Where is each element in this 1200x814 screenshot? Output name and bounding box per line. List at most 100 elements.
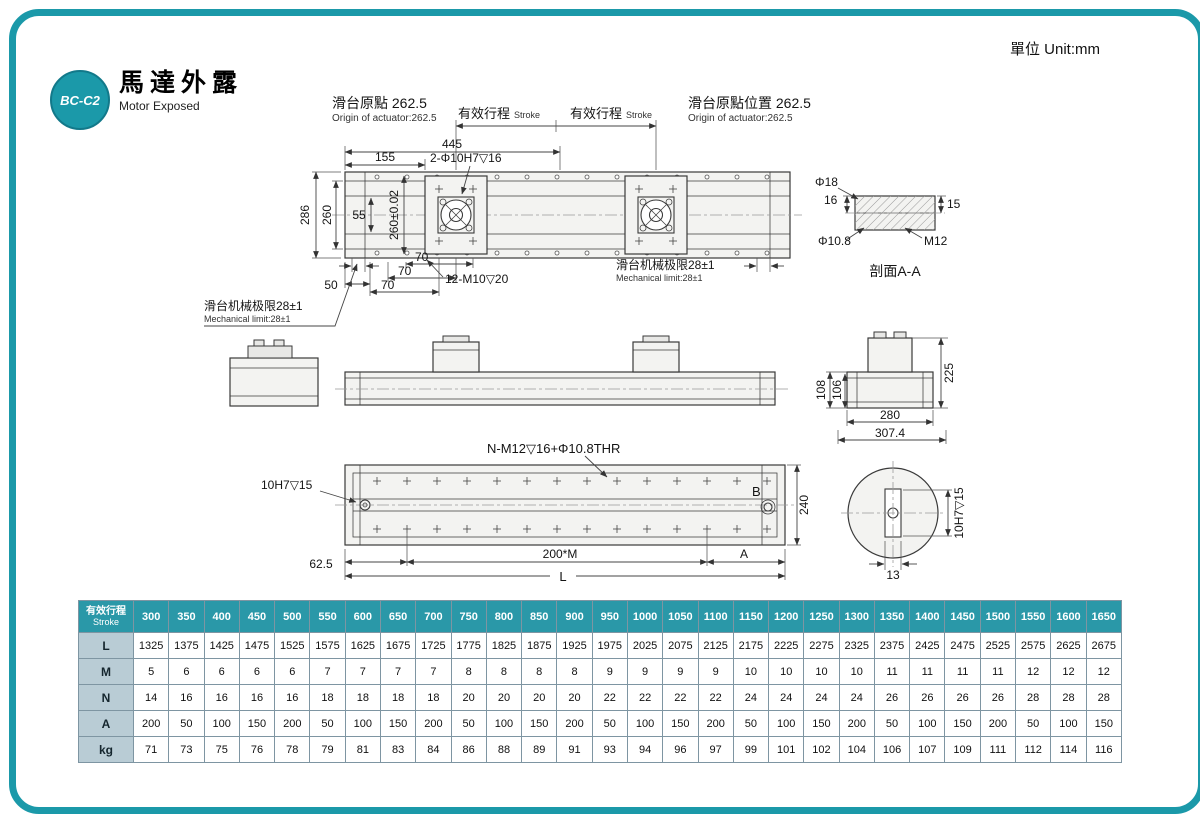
spec-cell: 8 bbox=[485, 658, 523, 685]
spec-cell: 12 bbox=[1085, 658, 1123, 685]
dim-307: 307.4 bbox=[875, 426, 905, 440]
mounting-holes-top bbox=[373, 477, 771, 485]
spec-cell: 26 bbox=[909, 684, 946, 711]
spec-cell: 101 bbox=[768, 736, 805, 763]
stroke1-label: 有效行程 bbox=[458, 106, 510, 121]
dim-d108: Φ10.8 bbox=[818, 234, 851, 248]
spec-cell: 104 bbox=[838, 736, 875, 763]
spec-cell: 150 bbox=[944, 710, 981, 737]
spec-cell: 200 bbox=[132, 710, 170, 737]
spec-cell: 9 bbox=[626, 658, 664, 685]
spec-cell: 24 bbox=[838, 684, 875, 711]
spec-cell: 10 bbox=[768, 658, 805, 685]
spec-cell: 2525 bbox=[979, 632, 1017, 659]
stroke-col-header: 950 bbox=[591, 600, 628, 633]
spec-cell: 150 bbox=[662, 710, 699, 737]
spec-cell: 12 bbox=[1015, 658, 1052, 685]
origin-right-sublabel: Origin of actuator:262.5 bbox=[688, 113, 793, 124]
spec-cell: 102 bbox=[803, 736, 840, 763]
spec-cell: 50 bbox=[873, 710, 911, 737]
origin-left-label: 滑台原點 262.5 bbox=[332, 95, 427, 111]
title-zh: 馬達外露 bbox=[119, 69, 244, 97]
dim-50: 50 bbox=[324, 278, 338, 292]
spec-cell: 24 bbox=[803, 684, 840, 711]
spec-cell: 100 bbox=[626, 710, 664, 737]
spec-cell: 94 bbox=[626, 736, 664, 763]
spec-cell: 2275 bbox=[803, 632, 840, 659]
dim-200m: 200*M bbox=[543, 547, 578, 561]
spec-cell: 88 bbox=[485, 736, 523, 763]
dim-15: 15 bbox=[947, 197, 961, 211]
spec-cell: 112 bbox=[1015, 736, 1052, 763]
spec-cell: 50 bbox=[168, 710, 205, 737]
stroke-col-header: 1400 bbox=[909, 600, 946, 633]
spec-cell: 50 bbox=[450, 710, 487, 737]
stroke-col-header: 1150 bbox=[732, 600, 770, 633]
spec-cell: 7 bbox=[415, 658, 452, 685]
carriage-1-side bbox=[432, 335, 480, 373]
title-en: Motor Exposed bbox=[119, 98, 200, 113]
stroke-col-header: 450 bbox=[238, 600, 276, 633]
spec-cell: 1875 bbox=[521, 632, 558, 659]
spec-cell: 106 bbox=[873, 736, 911, 763]
spec-cell: 6 bbox=[203, 658, 240, 685]
spec-cell: 83 bbox=[379, 736, 417, 763]
spec-cell: 6 bbox=[238, 658, 276, 685]
dim-155: 155 bbox=[375, 150, 395, 164]
spec-cell: 114 bbox=[1050, 736, 1087, 763]
spec-cell: 93 bbox=[591, 736, 628, 763]
spec-cell: 100 bbox=[1050, 710, 1087, 737]
spec-cell: 20 bbox=[485, 684, 523, 711]
mounting-hole-note: N-M12▽16+Φ10.8THR bbox=[487, 441, 620, 456]
spec-cell: 26 bbox=[944, 684, 981, 711]
spec-cell: 111 bbox=[979, 736, 1017, 763]
spec-cell: 12 bbox=[1050, 658, 1087, 685]
dowel-hole-note: 2-Φ10H7▽16 bbox=[430, 151, 502, 165]
spec-cell: 6 bbox=[168, 658, 205, 685]
section-title: 剖面A-A bbox=[869, 263, 921, 279]
mech-limit-left-sublabel: Mechanical limit:28±1 bbox=[204, 314, 290, 324]
spec-cell: 200 bbox=[274, 710, 311, 737]
spec-cell: 1775 bbox=[450, 632, 487, 659]
spec-cell: 24 bbox=[768, 684, 805, 711]
spec-cell: 14 bbox=[132, 684, 170, 711]
spec-cell: 11 bbox=[873, 658, 911, 685]
stroke-col-header: 350 bbox=[168, 600, 205, 633]
spec-cell: 20 bbox=[450, 684, 487, 711]
thread-note: 12-M10▽20 bbox=[445, 272, 509, 286]
spec-cell: 200 bbox=[697, 710, 734, 737]
dim-106: 106 bbox=[830, 380, 844, 400]
spec-cell: 100 bbox=[909, 710, 946, 737]
spec-cell: 1725 bbox=[415, 632, 452, 659]
spec-cell: 8 bbox=[556, 658, 593, 685]
spec-cell: 73 bbox=[168, 736, 205, 763]
spec-cell: 200 bbox=[556, 710, 593, 737]
spec-cell: 18 bbox=[379, 684, 417, 711]
section-aa: Φ18 16 15 Φ10.8 M12 剖面A-A bbox=[815, 175, 961, 279]
spec-cell: 2325 bbox=[838, 632, 875, 659]
dim-d18: Φ18 bbox=[815, 175, 838, 189]
spec-cell: 2025 bbox=[626, 632, 664, 659]
spec-cell: 26 bbox=[979, 684, 1017, 711]
dim-280: 280 bbox=[880, 408, 900, 422]
dim-240: 240 bbox=[797, 495, 811, 515]
spec-cell: 1425 bbox=[203, 632, 240, 659]
dim-m12: M12 bbox=[924, 234, 948, 248]
dim-286: 286 bbox=[298, 205, 312, 225]
carriage-2 bbox=[624, 175, 688, 255]
dim-225: 225 bbox=[942, 363, 956, 383]
mech-limit-left-label: 滑台机械极限28±1 bbox=[204, 298, 303, 313]
spec-cell: 22 bbox=[697, 684, 734, 711]
mounting-holes-bottom bbox=[373, 525, 771, 533]
spec-cell: 20 bbox=[556, 684, 593, 711]
spec-cell: 8 bbox=[450, 658, 487, 685]
spec-cell: 2625 bbox=[1050, 632, 1087, 659]
dim-445: 445 bbox=[442, 137, 462, 151]
top-view bbox=[332, 171, 802, 259]
spec-cell: 18 bbox=[415, 684, 452, 711]
spec-cell: 9 bbox=[591, 658, 628, 685]
bottom-view: B N-M12▽16+Φ10.8THR 10H7▽15 240 62.5 200… bbox=[261, 441, 811, 584]
